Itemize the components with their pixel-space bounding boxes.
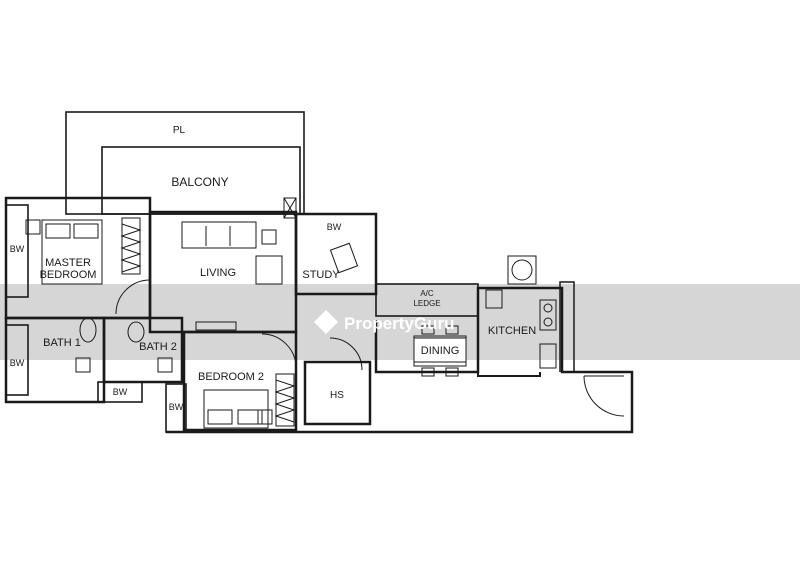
master-bay-window — [5, 204, 29, 298]
bedroom2-walls — [182, 330, 298, 432]
bath1-toilet — [79, 317, 97, 343]
bedroom2-bed — [203, 389, 269, 429]
aircon-icon — [25, 219, 41, 235]
balcony-outline — [101, 146, 301, 215]
master-bed — [41, 219, 103, 285]
bath2-bay-window — [97, 381, 143, 403]
washer-icon — [511, 259, 533, 281]
bedroom2-door — [261, 333, 297, 369]
outer-wall-right — [559, 281, 575, 372]
bath2-toilet — [127, 321, 145, 343]
main-door — [329, 337, 363, 371]
label-pl: PL — [173, 125, 186, 136]
label-bedroom2: BEDROOM 2 — [198, 371, 264, 383]
bath1-bay-window — [5, 324, 29, 396]
label-kitchen: KITCHEN — [488, 325, 536, 337]
label-bw-bed2: BW — [169, 402, 184, 412]
kitchen-stove — [539, 299, 557, 331]
label-bath1: BATH 1 — [43, 337, 81, 349]
label-hs: HS — [330, 390, 344, 401]
label-master-1: MASTER — [45, 257, 91, 269]
label-study: STUDY — [302, 269, 340, 281]
label-bw-bath2: BW — [113, 387, 128, 397]
label-living: LIVING — [200, 267, 236, 279]
label-ac-2: LEDGE — [413, 299, 440, 308]
study-walls — [294, 212, 378, 296]
watermark: PropertyGuru — [314, 310, 455, 334]
kitchen-fridge — [539, 343, 557, 369]
label-master-2: BEDROOM — [40, 269, 97, 281]
label-bath2: BATH 2 — [139, 341, 177, 353]
label-ac-1: A/C — [420, 289, 434, 298]
master-wardrobe — [121, 217, 141, 275]
label-balcony: BALCONY — [171, 175, 228, 189]
main-outline — [166, 286, 634, 434]
master-door — [115, 279, 151, 315]
tv-console — [195, 321, 237, 331]
bath2-walls — [102, 316, 184, 384]
label-dining: DINING — [421, 345, 460, 357]
label-bw-bath1: BW — [10, 358, 25, 368]
living-table — [255, 255, 283, 285]
kitchen-sink — [485, 289, 503, 309]
household-shelter-walls — [303, 360, 372, 426]
dining-label-box — [413, 337, 467, 363]
study-desk — [329, 242, 359, 274]
label-bw-study: BW — [327, 222, 342, 232]
entrance-door — [583, 375, 625, 417]
kitchen-walls — [477, 288, 541, 377]
watermark-logo-icon — [314, 310, 338, 334]
watermark-text: PropertyGuru — [344, 314, 455, 333]
bedroom2-wardrobe — [275, 373, 295, 427]
living-sofa — [181, 221, 257, 249]
label-bw-master: BW — [10, 244, 25, 254]
